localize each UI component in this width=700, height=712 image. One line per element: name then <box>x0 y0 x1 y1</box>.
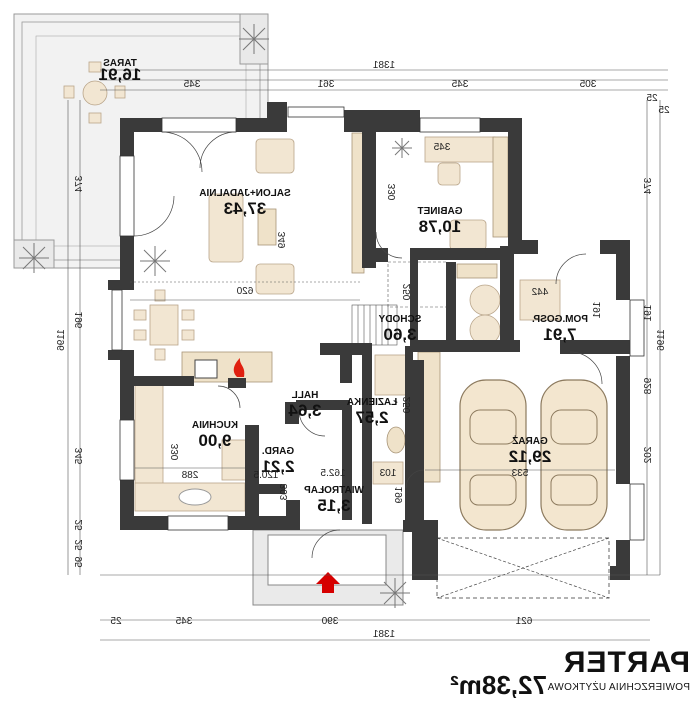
dim-left: 1196 <box>56 329 67 351</box>
room-area-salon: 37,43 <box>224 199 267 218</box>
car-icon <box>459 379 527 531</box>
dim-right: 374 <box>643 178 654 195</box>
dim-top: 25 <box>658 105 670 116</box>
dim-inner: 533 <box>511 468 528 479</box>
room-name-kuchnia: KUCHNIA <box>192 420 238 431</box>
entrance-arrow-icon <box>316 572 340 593</box>
dim-inner: 250 <box>402 397 413 414</box>
dim-inner: 288 <box>181 470 198 481</box>
room-name-wiatrolap: WIATROŁAP <box>304 485 364 496</box>
dim-top: 345 <box>451 79 468 90</box>
room-area-hall: 3,64 <box>288 401 322 420</box>
room-name-taras: TARAS <box>103 58 137 69</box>
dim-left: 374 <box>74 176 85 193</box>
dim-bottom: 390 <box>321 616 338 627</box>
plant-icon <box>380 578 410 608</box>
dim-left: 345 <box>74 448 85 465</box>
dim-top: 361 <box>317 79 334 90</box>
dim-left: 95 <box>74 556 85 568</box>
dim-top: 1381 <box>372 60 395 71</box>
car-icon <box>540 379 608 531</box>
room-name-pom-gosp: POM.GOSP. <box>532 314 588 325</box>
dim-inner: 199 <box>394 487 405 504</box>
armchair <box>255 263 295 295</box>
dim-inner: 620 <box>236 286 253 297</box>
dim-top: 305 <box>579 79 596 90</box>
plant-icon <box>239 24 269 54</box>
dim-bottom: 345 <box>175 616 192 627</box>
dim-inner: 103 <box>379 468 396 479</box>
dim-top: 25 <box>646 93 658 104</box>
room-name-garaz: GARAŻ <box>512 434 548 447</box>
dim-inner: 349 <box>277 232 288 249</box>
fire-icon <box>233 358 245 377</box>
total-area: 72,38m² <box>450 670 547 700</box>
dim-bottom: 621 <box>515 616 532 627</box>
stairs <box>351 261 449 346</box>
dim-left: 25 <box>74 519 85 531</box>
room-name-schody: SCHODY <box>378 314 421 325</box>
walls <box>108 102 630 580</box>
room-name-lazienka: ŁAZIENKA <box>347 397 398 408</box>
dim-right: 928 <box>643 378 654 395</box>
dim-inner: 120.5 <box>253 470 278 481</box>
title-block: PARTER POWIERZCHNIA UŻYTKOWA 72,38m² <box>440 646 690 708</box>
dim-inner: 330 <box>170 444 181 461</box>
dim-inner: 250 <box>402 284 413 301</box>
dim-left: 25 <box>74 539 85 551</box>
doors <box>133 131 603 559</box>
dim-bottom: 25 <box>110 616 122 627</box>
room-name-gabinet: GABINET <box>418 206 463 217</box>
plant-icon <box>140 246 170 276</box>
dim-right: 202 <box>643 447 654 464</box>
room-area-kuchnia: 9,00 <box>198 431 231 450</box>
dim-left: 196 <box>74 312 85 329</box>
room-area-schody: 3,60 <box>383 325 416 344</box>
armchair <box>255 138 295 174</box>
windows <box>111 106 645 541</box>
room-area-gabinet: 10,78 <box>419 217 462 236</box>
coffee-table <box>257 208 277 246</box>
dimension-lines <box>67 69 668 641</box>
desk <box>424 136 496 163</box>
room-area-lazienka: 2,57 <box>355 408 388 427</box>
room-name-salon: SALON+JADALNIA <box>199 188 290 199</box>
room-area-gard: 2,21 <box>261 457 294 476</box>
dim-inner: 191 <box>592 302 603 319</box>
dim-right: 1196 <box>656 329 667 351</box>
area-caption: POWIERZCHNIA UŻYTKOWA <box>547 682 690 693</box>
room-area-pom-gosp: 7,91 <box>543 325 576 344</box>
sofa <box>208 193 244 263</box>
room-area-taras: 16,91 <box>99 65 142 84</box>
dim-right: 191 <box>643 305 654 322</box>
room-area-garaz: 29,12 <box>509 447 552 466</box>
dining-table <box>149 304 179 346</box>
dim-top: 345 <box>183 79 200 90</box>
dim-inner: 303 <box>279 484 290 501</box>
room-name-gard: GARD. <box>262 446 294 457</box>
dim-inner: 345 <box>433 142 450 153</box>
dim-bottom: 1381 <box>372 629 395 640</box>
dim-inner: 442 <box>531 287 548 298</box>
plant-icon <box>19 243 49 273</box>
room-name-hall: HALL <box>292 390 319 401</box>
room-area-wiatrolap: 3,15 <box>317 496 350 515</box>
plant-icon <box>392 138 412 158</box>
dim-inner: 330 <box>387 184 398 201</box>
dim-inner: 162.5 <box>320 468 345 479</box>
